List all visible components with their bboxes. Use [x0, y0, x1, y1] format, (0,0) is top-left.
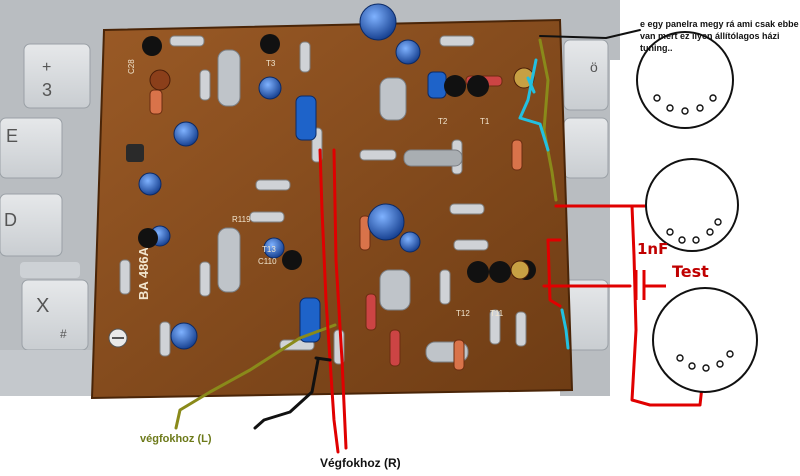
annotation-note-top: e egy panelra megy rá ami csak ebbe van … [640, 19, 799, 53]
key-glyph-e: E [6, 126, 18, 146]
key-glyph-d: D [4, 210, 17, 230]
din-connector-bottom [652, 287, 758, 393]
blue-capacitors [138, 3, 447, 350]
keyboard-key-d: D [0, 193, 63, 257]
din-connector-top [636, 31, 734, 129]
din-connector-middle [645, 158, 739, 252]
key-glyph-o-umlaut: ö [590, 59, 598, 75]
wire-cyan-3 [560, 308, 570, 350]
large-components [217, 49, 469, 363]
label-r119: R119 [232, 215, 251, 224]
board-part-number: BA 486A-1 [136, 235, 151, 300]
wire-black-3 [314, 356, 332, 362]
wire-red-1 [318, 148, 340, 454]
key-glyph-hash: # [60, 327, 67, 341]
silkscreen-labels: T3 T2 T1 C28 T12 T11 T13 C110 R119 [127, 59, 504, 318]
wire-black-1 [539, 29, 641, 39]
wire-red-4 [546, 238, 562, 308]
annotation-label-left: végfokhoz (L) [140, 433, 212, 445]
annotation-test: Test [672, 262, 709, 281]
trimmer-pot [108, 328, 128, 348]
key-glyph-x: X [36, 295, 49, 317]
wire-olive-left [174, 323, 337, 430]
wire-cyan-2 [526, 76, 536, 94]
keyboard-key-e: E [0, 117, 63, 179]
key-glyph-3: 3 [42, 80, 52, 100]
label-t3: T3 [266, 59, 276, 68]
wire-red-2 [332, 148, 348, 450]
label-c110: C110 [258, 257, 277, 266]
wire-black-2 [253, 358, 320, 430]
wire-red-3 [554, 204, 706, 407]
label-t2: T2 [438, 117, 448, 126]
label-t11: T11 [490, 309, 504, 318]
capacitor-symbol [634, 270, 666, 300]
pcb-board: BA 486A-1 [90, 18, 574, 400]
annotation-label-right: Végfokhoz (R) [320, 456, 401, 470]
keyboard-key-x: X # [21, 279, 89, 351]
label-t12: T12 [456, 309, 470, 318]
keyboard-key-3: + 3 [23, 43, 91, 109]
annotation-capacitor-value: 1nF [637, 240, 669, 258]
wire-olive-right [538, 38, 558, 202]
key-glyph-plus: + [42, 59, 51, 76]
label-t13: T13 [262, 245, 276, 254]
label-t1: T1 [480, 117, 490, 126]
label-c28: C28 [127, 59, 136, 74]
